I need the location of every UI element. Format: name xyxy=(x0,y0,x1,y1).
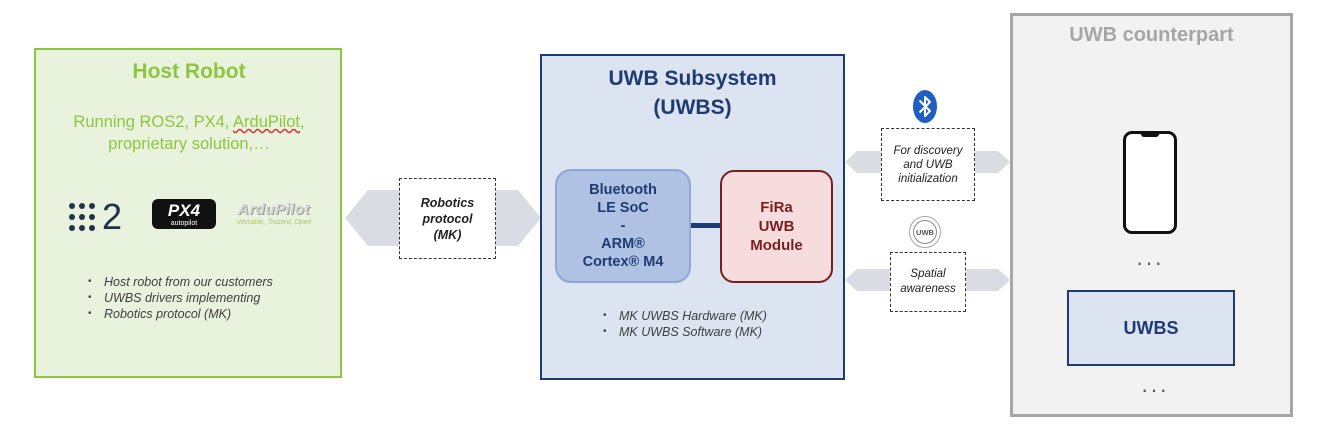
ardupilot-logo-tagline: Versatile, Trusted, Open xyxy=(236,219,312,226)
uwb-counterpart-title: UWB counterpart xyxy=(1069,24,1234,46)
uwbs-bullet-1: MK UWBS Hardware (MK) xyxy=(603,308,849,324)
host-desc-ardupilot: ArduPilot xyxy=(233,113,300,131)
px4-logo: PX4 autopilot xyxy=(152,199,216,229)
fira-uwb-module-box: FiRa UWB Module xyxy=(720,170,833,283)
robotics-label-line3: (MK) xyxy=(433,227,462,242)
host-robot-description: Running ROS2, PX4, ArduPilot, proprietar… xyxy=(34,111,344,155)
fira-line2: UWB xyxy=(758,218,795,235)
host-bullet-1: Host robot from our customers xyxy=(88,274,354,290)
uwb-badge-text: UWB xyxy=(916,227,934,237)
counterpart-uwbs-box: UWBS xyxy=(1067,290,1235,366)
uwbs-bullets: MK UWBS Hardware (MK) MK UWBS Software (… xyxy=(601,308,849,340)
spatial-line2: awareness xyxy=(900,283,956,295)
counterpart-ellipsis-bottom: ··· xyxy=(1141,377,1169,402)
host-desc-comma: , xyxy=(299,113,305,131)
smartphone-icon xyxy=(1123,131,1177,234)
soc-line5: Cortex® M4 xyxy=(582,254,664,270)
counterpart-uwbs-label: UWBS xyxy=(1123,317,1179,338)
uwbs-title-line1: UWB Subsystem xyxy=(608,67,777,90)
ros-dots-icon xyxy=(69,203,95,231)
discovery-line1: For discovery xyxy=(893,144,963,157)
soc-line2: LE SoC xyxy=(597,200,649,216)
bluetooth-icon xyxy=(913,90,937,123)
host-desc-prefix: Running ROS2, PX4, xyxy=(73,113,234,131)
discovery-label: For discovery and UWB initialization xyxy=(881,128,975,201)
counterpart-ellipsis-top: ··· xyxy=(1136,250,1164,275)
ros2-number: 2 xyxy=(102,196,123,237)
ros2-logo: 2 xyxy=(68,196,128,237)
uwbs-title-line2: (UWBS) xyxy=(653,96,732,119)
px4-logo-text: PX4 xyxy=(167,201,201,220)
discovery-line2: and UWB xyxy=(903,158,953,171)
robotics-label-line1: Robotics xyxy=(420,195,475,210)
fira-line1: FiRa xyxy=(760,199,793,216)
host-robot-bullets: Host robot from our customers UWBS drive… xyxy=(86,274,354,322)
host-robot-title: Host Robot xyxy=(132,60,246,83)
uwbs-bullet-2: MK UWBS Software (MK) xyxy=(603,324,849,340)
px4-logo-subtext: autopilot xyxy=(170,220,198,227)
soc-line4: ARM® xyxy=(601,236,645,252)
ardupilot-logo-text: ArduPilot xyxy=(238,201,310,218)
host-bullet-2: UWBS drivers implementing xyxy=(88,290,354,306)
soc-line1: Bluetooth xyxy=(589,182,657,198)
fira-line3: Module xyxy=(750,237,803,254)
robotics-protocol-label: Robotics protocol (MK) xyxy=(399,178,496,259)
spatial-awareness-label: Spatial awareness xyxy=(890,252,966,312)
ardupilot-logo: ArduPilot Versatile, Trusted, Open xyxy=(224,202,324,230)
robotics-label-line2: protocol xyxy=(422,211,473,226)
soc-line3: - xyxy=(620,218,626,234)
soc-fira-connector xyxy=(691,223,720,228)
host-bullet-3: Robotics protocol (MK) xyxy=(88,306,354,322)
uwb-badge-icon: UWB xyxy=(909,216,941,248)
bluetooth-le-soc-box: Bluetooth LE SoC - ARM® Cortex® M4 xyxy=(555,169,691,283)
spatial-line1: Spatial xyxy=(910,268,946,280)
smartphone-notch xyxy=(1141,133,1159,137)
uwb-badge-inner: UWB xyxy=(913,220,937,244)
discovery-line3: initialization xyxy=(898,172,958,185)
host-desc-line2: proprietary solution,… xyxy=(108,135,270,153)
uwb-subsystem-title: UWB Subsystem (UWBS) xyxy=(540,64,845,122)
